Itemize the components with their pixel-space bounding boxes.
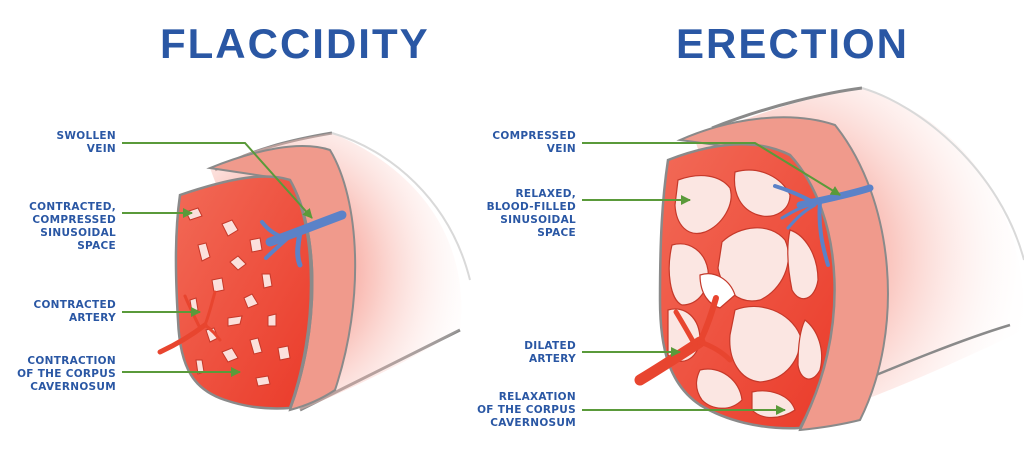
label-swollen-vein: SWOLLEN VEIN [56,130,116,155]
label-contracted-sinusoidal-space: CONTRACTED, COMPRESSED SINUSOIDAL SPACE [29,201,116,252]
label-contraction-corpus: CONTRACTION OF THE CORPUS CAVERNOSUM [17,355,116,393]
flaccid-vein [260,210,347,268]
arrow-swollen-vein [122,142,313,219]
label-contracted-artery: CONTRACTED ARTERY [33,299,116,324]
erect-section [634,86,1024,432]
arrow-compressed-vein [582,142,841,196]
erect-vein [773,184,874,267]
title-erection: ERECTION [676,20,910,67]
annotation-arrows [122,142,841,415]
title-flaccidity: FLACCIDITY [160,20,430,67]
flaccid-section [157,131,471,412]
flaccid-sinusoids [185,207,291,387]
erect-artery [634,295,733,386]
label-relaxed-sinusoidal-space: RELAXED, BLOOD-FILLED SINUSOIDAL SPACE [486,188,576,239]
label-dilated-artery: DILATED ARTERY [524,340,576,365]
label-relaxation-corpus: RELAXATION OF THE CORPUS CAVERNOSUM [477,391,576,429]
label-compressed-vein: COMPRESSED VEIN [492,130,576,155]
